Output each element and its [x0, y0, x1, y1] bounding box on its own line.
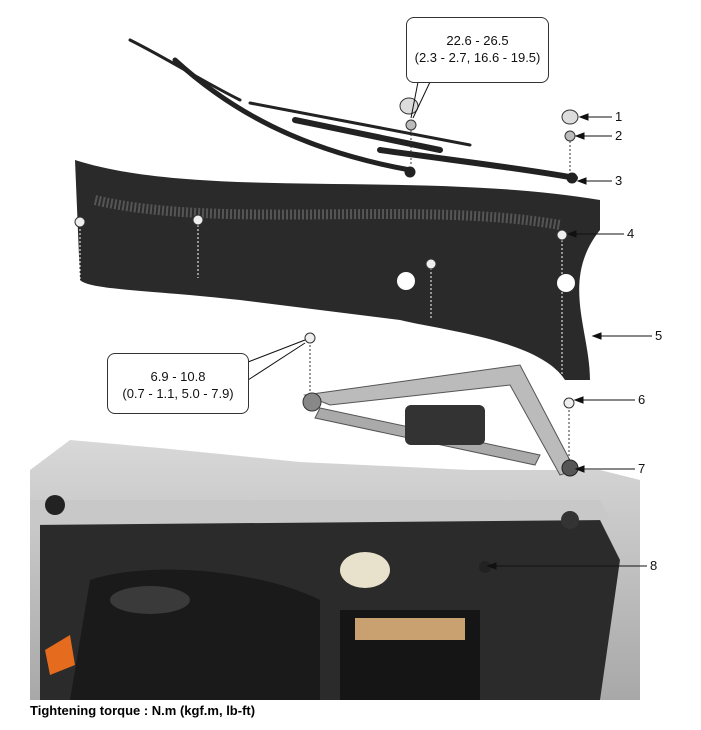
torque-alt-units: (0.7 - 1.1, 5.0 - 7.9)	[122, 386, 234, 401]
torque-units-caption: Tightening torque : N.m (kgf.m, lb-ft)	[30, 703, 256, 718]
part-number-8: 8	[650, 558, 658, 573]
part-number-4: 4	[627, 226, 635, 241]
part-number-1: 1	[615, 109, 623, 124]
torque-callout-wiper-arm-nut: 22.6 - 26.5 (2.3 - 2.7, 16.6 - 19.5)	[406, 17, 549, 83]
leader-lines	[247, 81, 652, 570]
torque-value: 22.6 - 26.5	[446, 33, 509, 48]
cap-and-nut-parts	[399, 97, 579, 172]
wiper-motor-linkage	[302, 332, 579, 477]
engine-bay-photo	[30, 440, 640, 700]
part-number-7: 7	[638, 461, 646, 476]
torque-value: 6.9 - 10.8	[150, 369, 206, 384]
wiper-arms	[128, 38, 578, 184]
part-number-6: 6	[638, 392, 646, 407]
torque-alt-units: (2.3 - 2.7, 16.6 - 19.5)	[414, 50, 541, 65]
cowl-top-cover	[74, 160, 600, 380]
part-number-2: 2	[615, 128, 623, 143]
torque-callout-linkage-bolt: 6.9 - 10.8 (0.7 - 1.1, 5.0 - 7.9)	[107, 353, 249, 414]
part-number-3: 3	[615, 173, 623, 188]
part-number-5: 5	[655, 328, 663, 343]
